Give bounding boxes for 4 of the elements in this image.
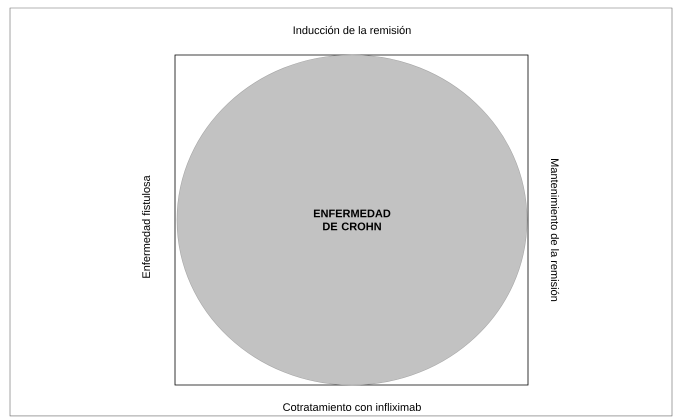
side-label: Cotratamiento con infliximab bbox=[282, 402, 422, 412]
side-label: Enfermedad fistulosa bbox=[140, 174, 152, 280]
side-label: Inducción de la remisión bbox=[292, 24, 412, 36]
side-label: Mantenimiento de la remisión bbox=[550, 157, 560, 303]
